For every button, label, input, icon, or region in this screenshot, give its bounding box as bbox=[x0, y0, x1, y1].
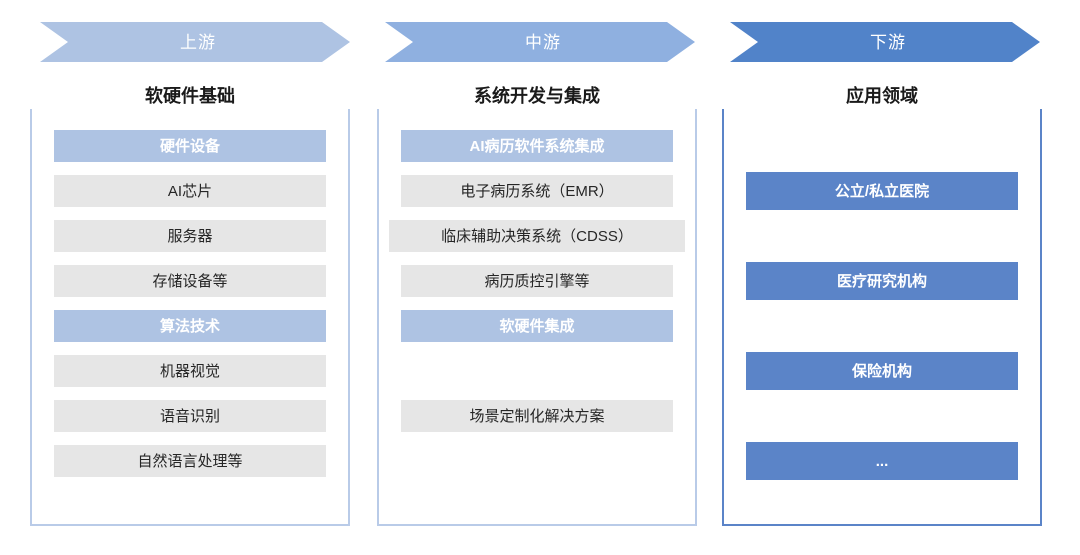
panel-title-midstream: 系统开发与集成 bbox=[377, 83, 697, 109]
row-item[interactable]: 医疗研究机构 bbox=[746, 262, 1018, 300]
arrow-stage-midstream[interactable]: 中游 bbox=[385, 22, 695, 62]
row-label: AI芯片 bbox=[167, 182, 213, 200]
arrow-label-midstream: 中游 bbox=[525, 32, 561, 52]
row-item[interactable]: AI芯片 bbox=[54, 175, 326, 207]
row-item[interactable]: ... bbox=[746, 442, 1018, 480]
row-label: 临床辅助决策系统（CDSS） bbox=[441, 227, 633, 245]
row-item[interactable]: 硬件设备 bbox=[54, 130, 326, 162]
pipeline-arrow-band: 上游 中游 下游 bbox=[0, 0, 1080, 70]
row-label: 机器视觉 bbox=[159, 362, 220, 380]
arrow-label-downstream: 下游 bbox=[870, 32, 906, 52]
row-list-downstream: 公立/私立医院医疗研究机构保险机构... bbox=[722, 96, 1042, 526]
row-list-midstream: AI病历软件系统集成电子病历系统（EMR） 临床辅助决策系统（CDSS） 病历质控引… bbox=[377, 96, 697, 526]
row-item[interactable]: 算法技术 bbox=[54, 310, 326, 342]
row-label: 硬件设备 bbox=[159, 137, 220, 155]
panel-midstream: 系统开发与集成 AI病历软件系统集成电子病历系统（EMR） 临床辅助决策系统（CD… bbox=[377, 83, 697, 526]
row-item[interactable]: 电子病历系统（EMR） bbox=[401, 175, 673, 207]
row-item[interactable]: 自然语言处理等 bbox=[54, 445, 326, 477]
arrow-stage-downstream[interactable]: 下游 bbox=[730, 22, 1040, 62]
row-item[interactable]: 场景定制化解决方案 bbox=[401, 400, 673, 432]
row-list-upstream: 硬件设备 AI芯片服务器存储设备等算法技术机器视觉语音识别自然语言处理等 bbox=[30, 96, 350, 526]
row-label: ... bbox=[875, 452, 889, 470]
row-item[interactable]: AI病历软件系统集成 bbox=[401, 130, 673, 162]
row-label: AI病历软件系统集成 bbox=[469, 137, 605, 155]
row-item[interactable]: 语音识别 bbox=[54, 400, 326, 432]
panel-title-downstream: 应用领域 bbox=[722, 83, 1042, 109]
row-label: 场景定制化解决方案 bbox=[469, 407, 605, 425]
row-label: 病历质控引擎等 bbox=[484, 272, 590, 290]
row-label: 算法技术 bbox=[159, 317, 220, 335]
row-item[interactable]: 软硬件集成 bbox=[401, 310, 673, 342]
row-label: 医疗研究机构 bbox=[836, 272, 927, 290]
row-item[interactable]: 机器视觉 bbox=[54, 355, 326, 387]
row-label: 存储设备等 bbox=[152, 272, 228, 290]
panel-title-upstream: 软硬件基础 bbox=[30, 83, 350, 109]
row-label: 软硬件集成 bbox=[499, 317, 575, 335]
row-item[interactable]: 保险机构 bbox=[746, 352, 1018, 390]
panel-downstream: 应用领域 公立/私立医院医疗研究机构保险机构... bbox=[722, 83, 1042, 526]
row-label: 语音识别 bbox=[159, 407, 220, 425]
row-item[interactable]: 服务器 bbox=[54, 220, 326, 252]
row-item[interactable]: 存储设备等 bbox=[54, 265, 326, 297]
arrow-label-upstream: 上游 bbox=[180, 32, 216, 52]
arrow-stage-upstream[interactable]: 上游 bbox=[40, 22, 350, 62]
row-label: 保险机构 bbox=[851, 362, 912, 380]
row-item[interactable]: 临床辅助决策系统（CDSS） bbox=[389, 220, 685, 252]
row-label: 电子病历系统（EMR） bbox=[460, 182, 614, 200]
panel-upstream: 软硬件基础 硬件设备 AI芯片服务器存储设备等算法技术机器视觉语音识别自然语言处理… bbox=[30, 83, 350, 526]
row-label: 服务器 bbox=[167, 227, 213, 245]
row-label: 自然语言处理等 bbox=[137, 452, 243, 470]
row-label: 公立/私立医院 bbox=[834, 182, 930, 200]
row-item[interactable]: 病历质控引擎等 bbox=[401, 265, 673, 297]
row-item[interactable]: 公立/私立医院 bbox=[746, 172, 1018, 210]
